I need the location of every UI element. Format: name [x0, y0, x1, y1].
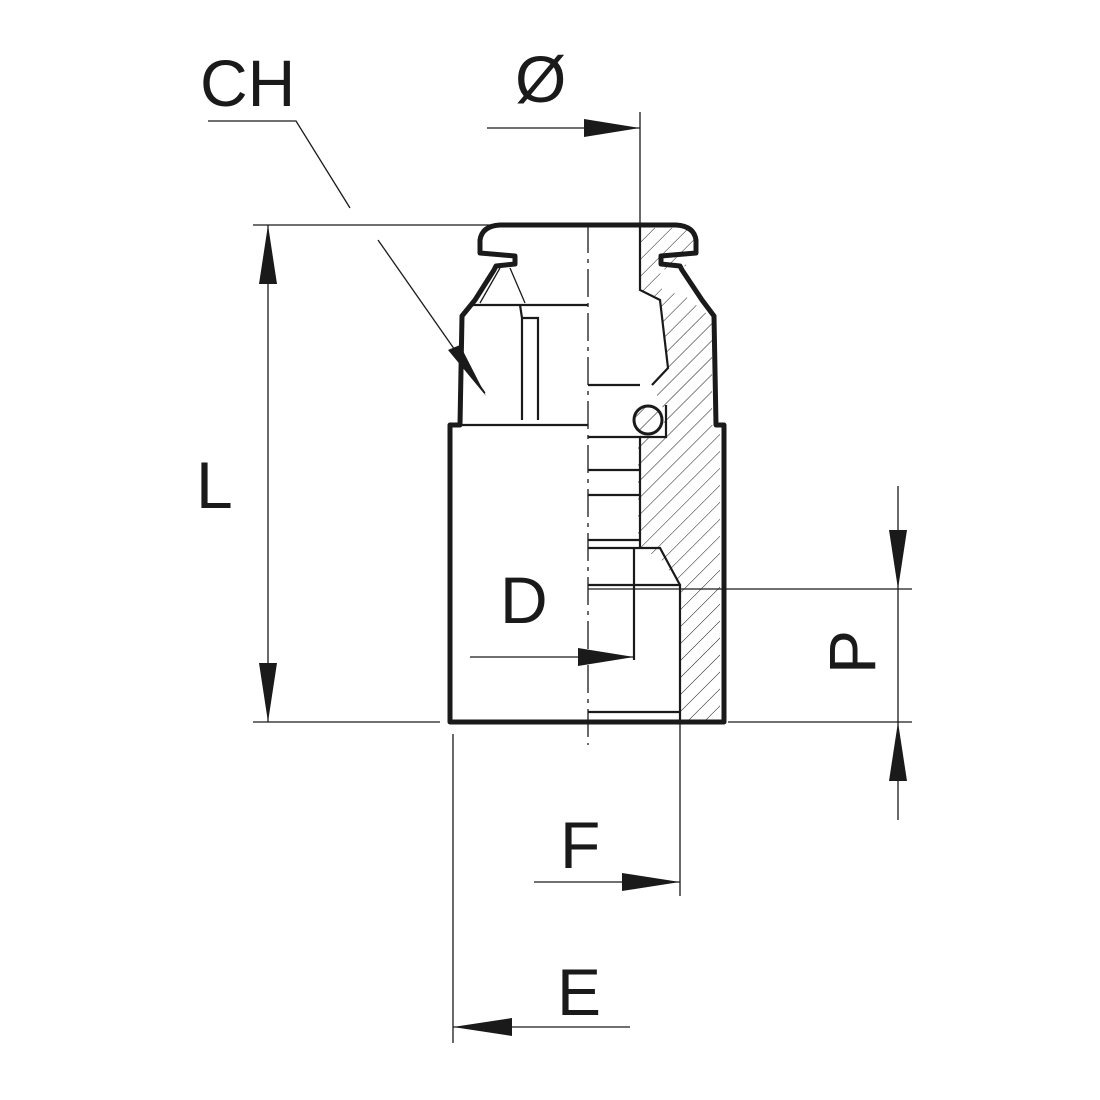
f-arrowhead: [622, 873, 680, 891]
dimension-e: E: [452, 734, 630, 1043]
diameter-arrowhead: [584, 119, 640, 137]
body-left-profile: [447, 222, 588, 725]
section-hatching: [638, 228, 720, 722]
l-arrow-top: [259, 225, 277, 284]
hex-chamfer: [479, 267, 526, 304]
label-e: E: [557, 955, 601, 1029]
ch-leader: [208, 120, 351, 209]
dimension-d: D: [470, 563, 634, 666]
dimension-l: L: [196, 224, 588, 723]
label-l: L: [196, 448, 233, 522]
label-f: F: [560, 808, 600, 882]
e-arrowhead: [453, 1018, 512, 1036]
hex-flats: [470, 303, 588, 420]
p-arrow-top: [889, 530, 907, 589]
dimension-f: F: [534, 722, 681, 896]
internal-details: [588, 224, 682, 722]
label-p: P: [815, 630, 889, 674]
l-arrow-bottom: [259, 663, 277, 722]
hatch-upper-wall: [638, 228, 720, 722]
dimension-ch: CH: [200, 46, 486, 396]
d-arrowhead: [578, 648, 634, 666]
label-d: D: [500, 563, 548, 637]
thread-bore: [588, 548, 682, 722]
label-ch: CH: [200, 46, 295, 120]
ch-arrowhead: [448, 345, 486, 396]
collet-bore: [588, 224, 670, 386]
label-diameter: Ø: [515, 42, 566, 116]
dimension-diameter: Ø: [487, 42, 641, 226]
o-ring: [632, 404, 664, 436]
dimension-p: P: [588, 486, 912, 820]
p-arrow-bottom: [889, 722, 907, 781]
body-right-profile: [588, 222, 727, 725]
seal-seat: [640, 405, 668, 439]
